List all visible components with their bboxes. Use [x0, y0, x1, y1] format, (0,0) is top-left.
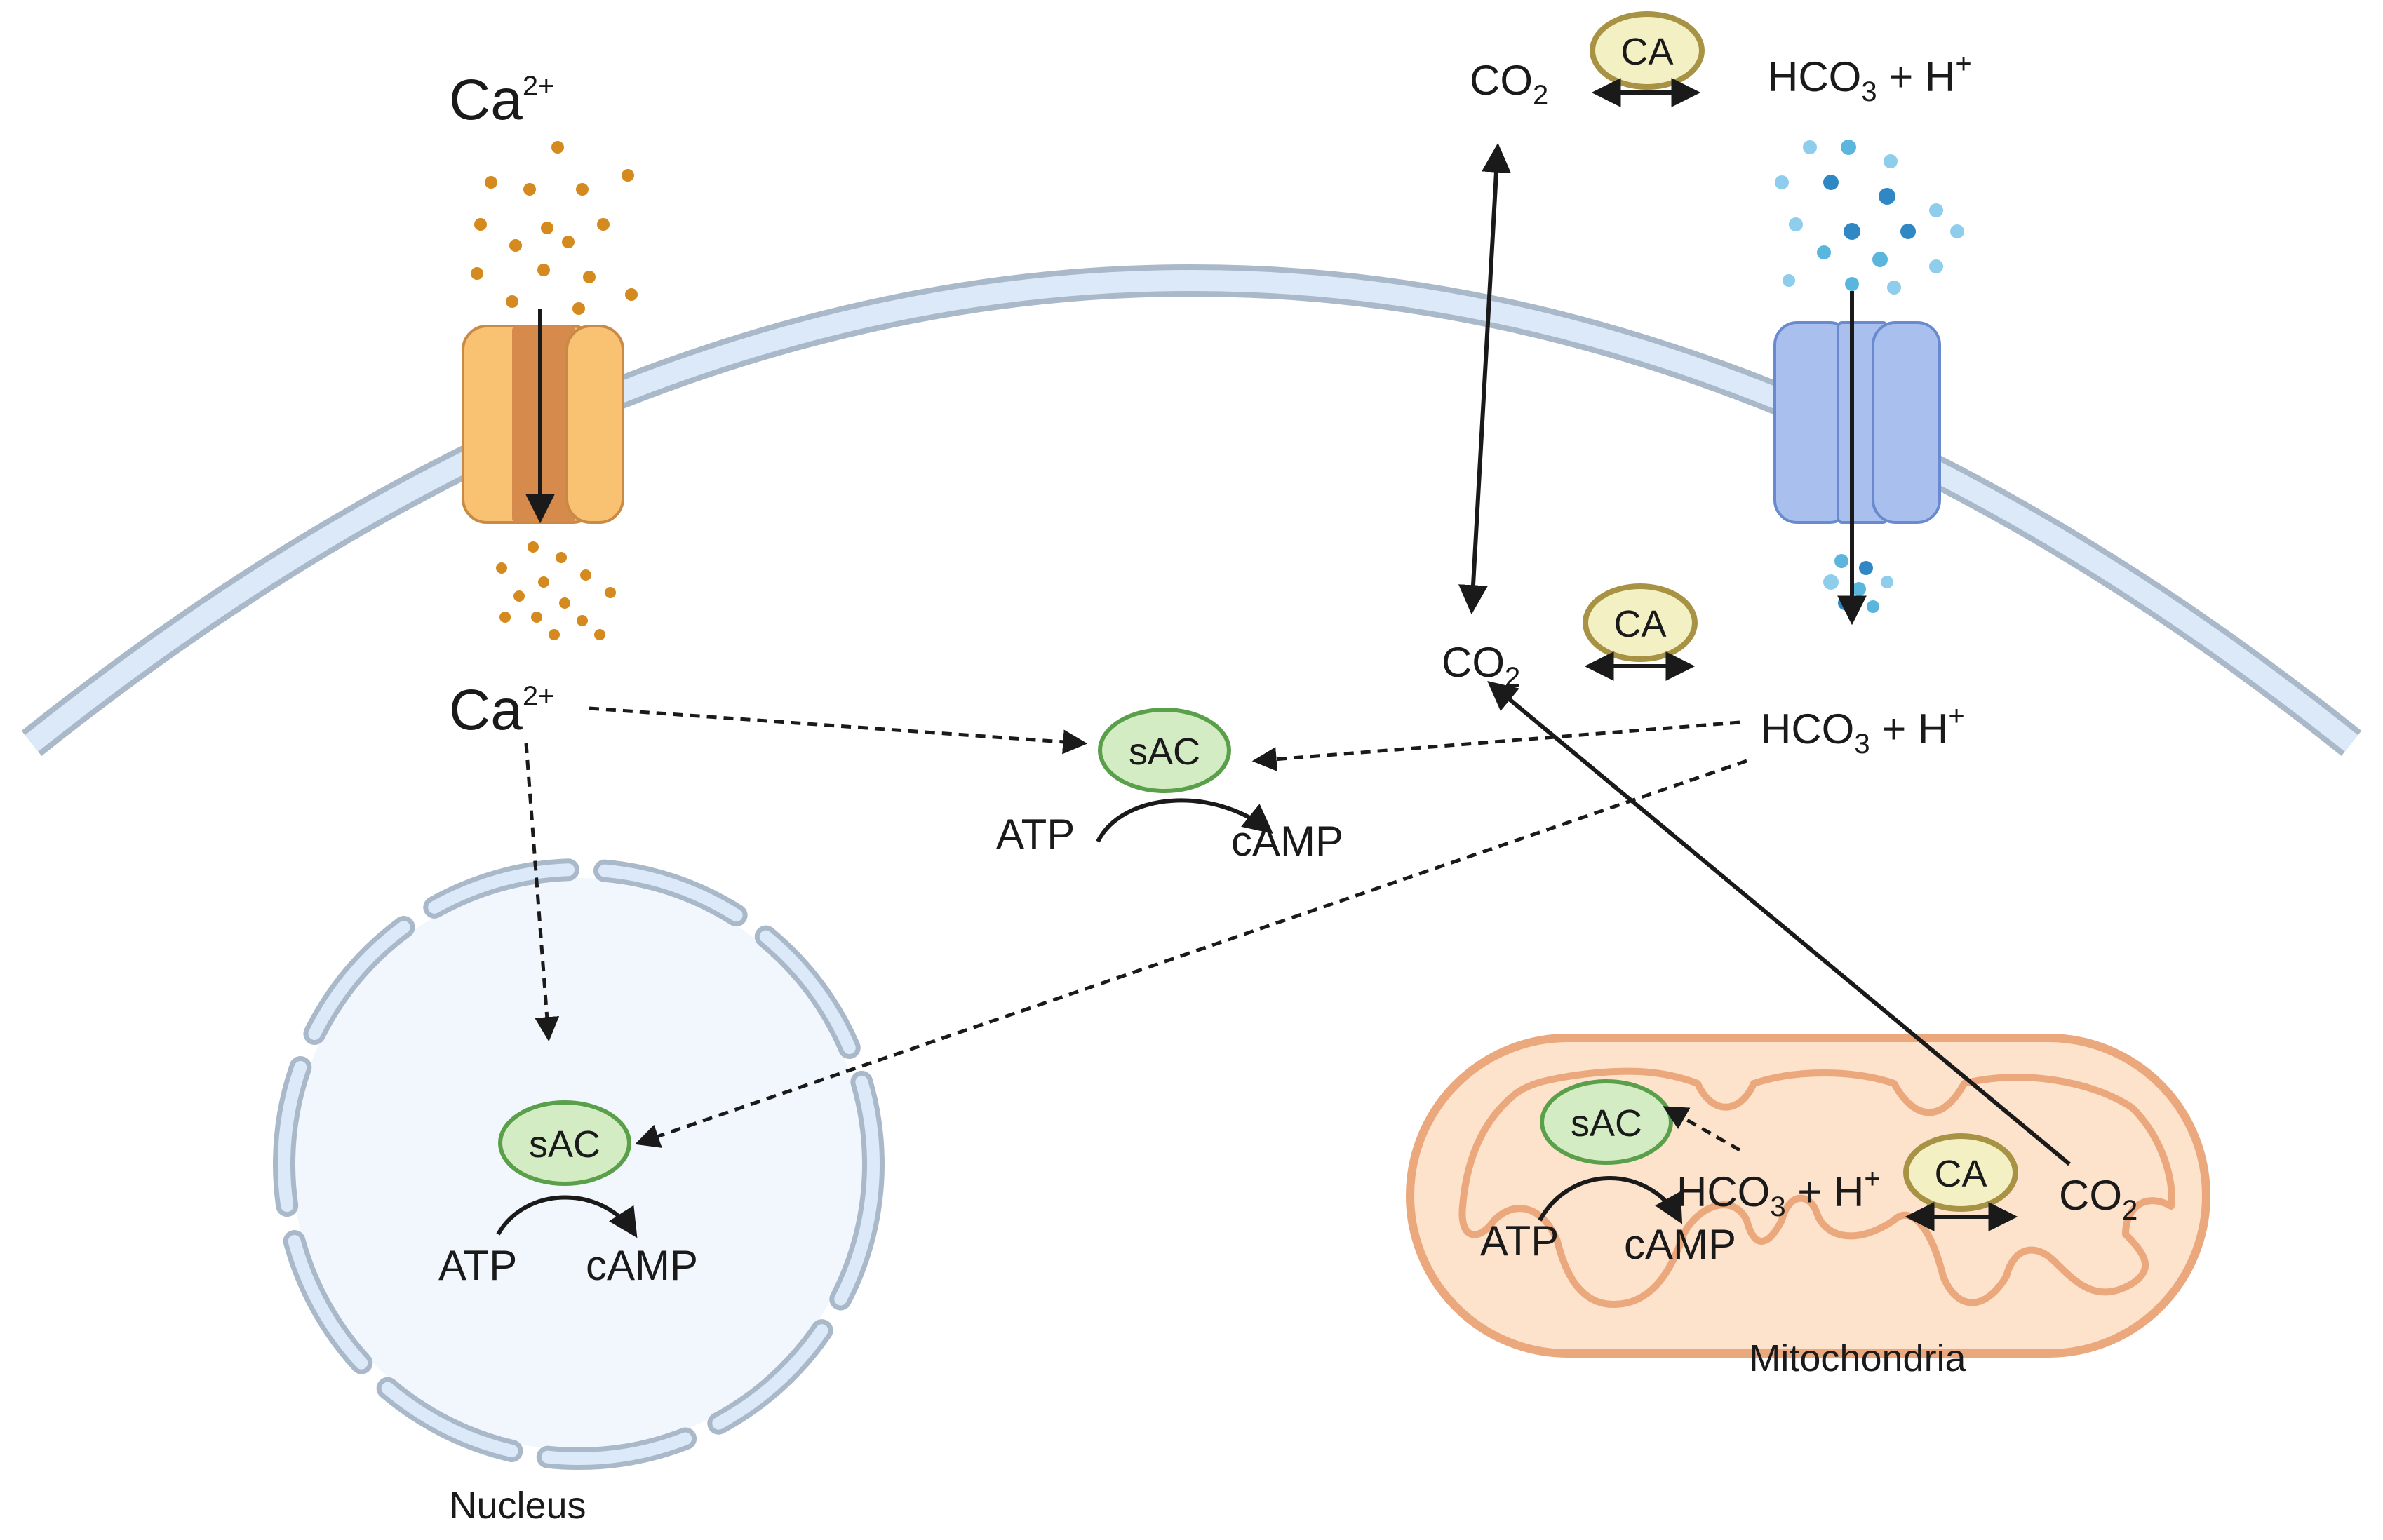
sac-cytosol: sAC [1098, 708, 1231, 793]
bicarbonate-ion [1881, 576, 1893, 588]
bicarbonate-ion [1872, 252, 1888, 267]
atp-camp-arrow-nucleus [496, 1195, 638, 1238]
carbonic-anhydrase-extracellular: CA [1590, 11, 1705, 90]
calcium-ions-inside [496, 541, 616, 640]
calcium-ion [523, 183, 536, 196]
bicarbonate-ions-inside [1823, 554, 1893, 613]
co2-extracellular-label: CO2 [1470, 57, 1548, 111]
bicarbonate-ion [1817, 245, 1831, 259]
calcium-ions-outside [471, 141, 638, 315]
co2-intracellular-label: CO2 [1442, 639, 1520, 693]
bicarbonate-ion [1823, 175, 1839, 190]
bicarbonate-cytosol-label: HCO3 + H+ [1761, 701, 1965, 759]
calcium-ion [485, 176, 497, 189]
calcium-ion [549, 629, 560, 640]
bicarbonate-ion [1845, 277, 1859, 291]
bicarbonate-ion [1867, 600, 1879, 613]
bicarbonate-ion [1803, 140, 1817, 154]
calcium-ion [528, 541, 539, 553]
camp-nucleus-label: cAMP [586, 1242, 698, 1289]
bicarbonate-ion [1900, 224, 1916, 239]
svg-text:CA: CA [1934, 1153, 1987, 1195]
calcium-ion [556, 552, 567, 563]
calcium-ion [559, 597, 570, 609]
camp-mitochondria-label: cAMP [1624, 1221, 1736, 1268]
atp-mitochondria-label: ATP [1480, 1217, 1559, 1264]
svg-text:sAC: sAC [529, 1123, 600, 1166]
bicarbonate-mitochondria-label: HCO3 + H+ [1677, 1163, 1881, 1222]
bicarbonate-ion [1789, 217, 1803, 231]
calcium-ion [594, 629, 605, 640]
atp-nucleus-label: ATP [438, 1242, 517, 1289]
calcium-ion [580, 569, 591, 581]
svg-text:CA: CA [1620, 31, 1673, 73]
calcium-ion [506, 295, 518, 308]
calcium-ion [531, 612, 542, 623]
calcium-ion [605, 587, 616, 598]
bicarbonate-ion [1887, 281, 1901, 295]
calcium-ion [496, 562, 507, 574]
bicarbonate-to-nucleus-arrow [635, 759, 1747, 1148]
atp-camp-arrow-cytosol [1096, 798, 1273, 843]
bicarbonate-ion [1841, 140, 1856, 155]
carbonic-anhydrase-cytosol: CA [1583, 583, 1698, 662]
atp-camp-arrow-mitochondria [1538, 1176, 1683, 1224]
sac-mitochondria: sAC [1540, 1079, 1673, 1165]
calcium-ion [474, 218, 487, 231]
co2-diffusion-arrow [1458, 142, 1511, 615]
mitochondrial-co2-export-arrow [1487, 680, 2071, 1166]
calcium-ion [537, 264, 550, 276]
bicarbonate-ion [1775, 175, 1789, 189]
calcium-ion [513, 590, 525, 602]
calcium-ion [577, 615, 588, 626]
calcium-ion [572, 302, 585, 315]
calcium-channel-icon [462, 325, 624, 524]
bicarbonate-ion [1859, 561, 1873, 575]
mitochondria-label: Mitochondria [1749, 1337, 1966, 1379]
calcium-ion [499, 612, 511, 623]
co2-mitochondria-label: CO2 [2059, 1172, 2137, 1226]
nucleus-label: Nucleus [449, 1485, 586, 1527]
bicarbonate-to-mito-sac-arrow [1663, 1106, 1741, 1152]
mitochondrial-cristae [1458, 1067, 2175, 1308]
bicarbonate-ion [1929, 203, 1943, 217]
bicarbonate-ion [1823, 574, 1839, 590]
bicarbonate-ion [1950, 224, 1964, 238]
bicarbonate-extracellular-label: HCO3 + H+ [1768, 48, 1972, 107]
calcium-ion [576, 183, 589, 196]
carbonic-anhydrase-mitochondria: CA [1903, 1133, 2018, 1212]
calcium-ion [562, 236, 575, 248]
bicarbonate-channel-icon [1773, 321, 1941, 524]
bicarbonate-ion [1929, 259, 1943, 273]
plasma-membrane [21, 264, 2362, 756]
calcium-ion [622, 169, 634, 182]
svg-text:CA: CA [1613, 603, 1666, 645]
bicarbonate-ion [1834, 554, 1848, 568]
calcium-ion [583, 271, 596, 283]
svg-text:sAC: sAC [1571, 1102, 1642, 1144]
calcium-ion [471, 267, 483, 280]
bicarbonate-ion [1783, 274, 1795, 287]
calcium-ion [538, 576, 549, 588]
bicarbonate-ion [1879, 188, 1895, 205]
camp-cytosol-label: cAMP [1231, 818, 1343, 865]
calcium-ion [551, 141, 564, 154]
atp-cytosol-label: ATP [996, 811, 1075, 858]
bicarbonate-ion [1884, 154, 1898, 168]
bicarbonate-to-sac-arrow [1251, 720, 1740, 772]
calcium-ion [597, 218, 610, 231]
calcium-inside-label: Ca2+ [449, 678, 554, 742]
bicarbonate-ion [1844, 223, 1860, 240]
svg-text:sAC: sAC [1129, 731, 1200, 773]
calcium-to-sac-arrow [589, 706, 1088, 755]
bicarbonate-ion [1852, 582, 1866, 596]
sac-nucleus: sAC [498, 1100, 631, 1186]
calcium-ion [541, 222, 553, 234]
calcium-ion [509, 239, 522, 252]
calcium-outside-label: Ca2+ [449, 68, 554, 132]
bicarbonate-ions-outside [1775, 140, 1964, 295]
calcium-ion [625, 288, 638, 301]
